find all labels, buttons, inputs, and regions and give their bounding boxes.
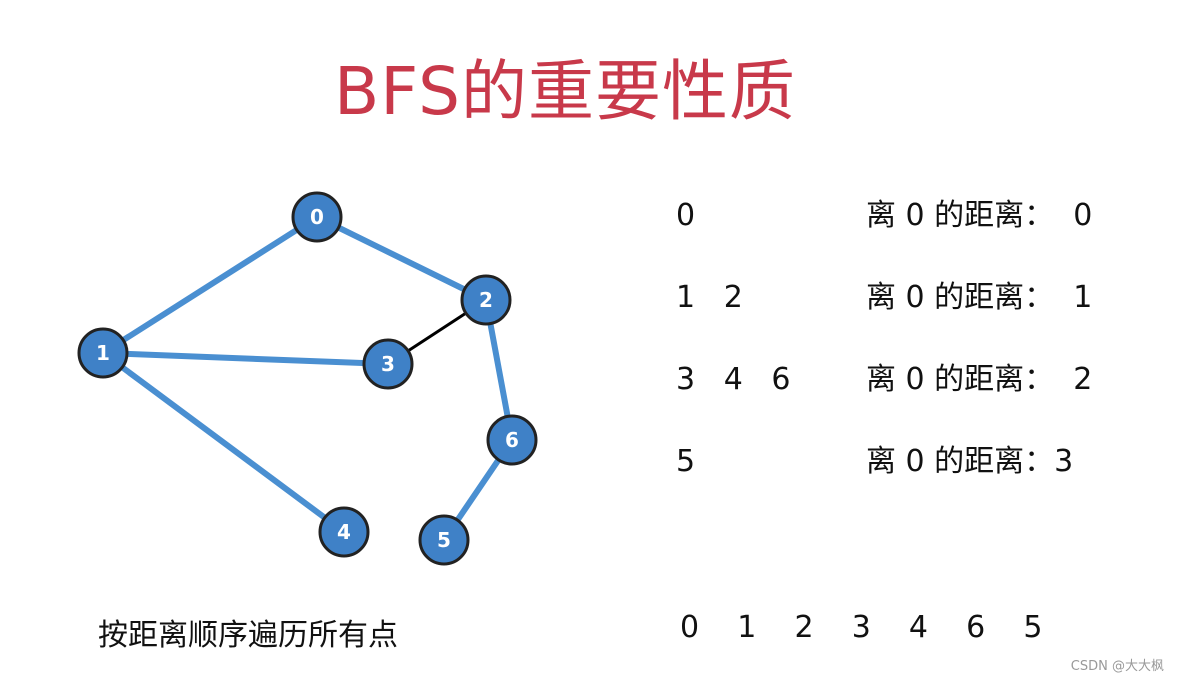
level-order-3: 5 [676, 444, 696, 479]
node-label-1: 1 [96, 341, 110, 365]
node-circle-4 [318, 506, 370, 558]
bfs-tree-edge-0-2 [314, 214, 489, 303]
distance-column: 离 0 的距离： 0 离 0 的距离： 1 离 0 的距离： 2 离 0 的距离… [866, 200, 1092, 528]
node-label-2: 2 [479, 288, 493, 312]
level-order-1: 1 2 [676, 280, 743, 315]
node-circle-2 [460, 274, 512, 326]
node-1: 1 [77, 327, 129, 379]
level-distance-3: 离 0 的距离：3 [866, 444, 1074, 479]
node-label-4: 4 [337, 520, 351, 544]
node-4: 4 [318, 506, 370, 558]
traversal-order: 0 1 2 3 4 6 5 [680, 610, 1043, 645]
node-0: 0 [291, 191, 343, 243]
node-circle-3 [362, 338, 414, 390]
level-distance-1: 离 0 的距离： 1 [866, 280, 1093, 315]
node-label-3: 3 [381, 352, 395, 376]
node-5: 5 [418, 514, 470, 566]
node-label-6: 6 [505, 428, 519, 452]
node-label-5: 5 [437, 528, 451, 552]
node-circle-5 [418, 514, 470, 566]
level-order-0: 0 [676, 198, 696, 233]
node-circle-1 [77, 327, 129, 379]
level-distance-0: 离 0 的距离： 0 [866, 198, 1093, 233]
level-distance-2: 离 0 的距离： 2 [866, 362, 1093, 397]
bfs-graph: 0 1 2 3 4 5 6 [77, 191, 538, 566]
node-circle-0 [291, 191, 343, 243]
node-3: 3 [362, 338, 414, 390]
bfs-order-column: 0 1 2 3 4 6 5 [676, 200, 790, 528]
page-title: BFS的重要性质 [334, 53, 796, 130]
node-6: 6 [486, 414, 538, 466]
level-order-2: 3 4 6 [676, 362, 791, 397]
bfs-tree-edge-0-1 [100, 214, 320, 356]
watermark: CSDN @大大枫 [1070, 659, 1164, 674]
bfs-tree-edge-1-3 [100, 350, 391, 367]
bfs-tree-edge-1-4 [100, 350, 347, 535]
node-label-0: 0 [310, 205, 324, 229]
node-2: 2 [460, 274, 512, 326]
node-circle-6 [486, 414, 538, 466]
caption: 按距离顺序遍历所有点 [98, 618, 398, 653]
